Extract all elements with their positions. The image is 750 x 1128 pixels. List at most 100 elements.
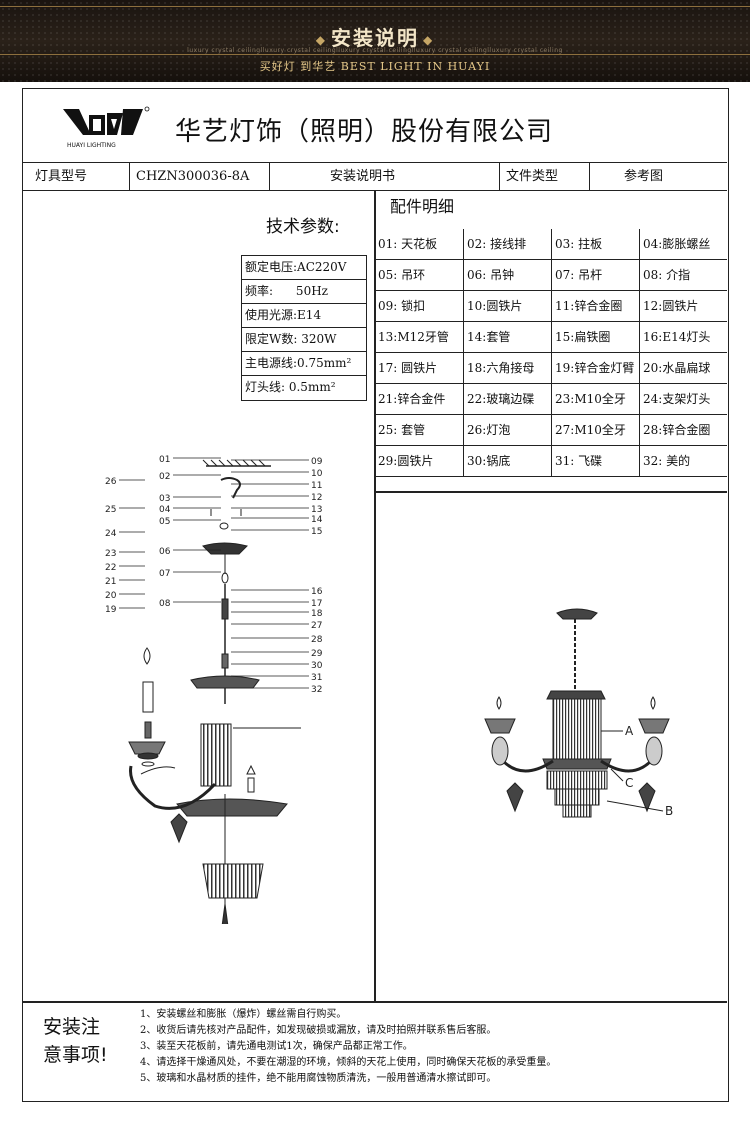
- banner-title: ◆ 安装说明 ◆: [0, 22, 750, 51]
- parts-cell: 12:圆铁片: [639, 291, 727, 322]
- diamond-right-icon: ◆: [423, 32, 435, 47]
- part-number-label: 23: [105, 549, 116, 559]
- parts-cell: 26:灯泡: [463, 415, 551, 446]
- parts-cell: 03: 拄板: [551, 229, 639, 260]
- parts-row-line: [375, 321, 727, 322]
- parts-cell: 32: 美的: [639, 446, 727, 477]
- parts-cell: 01: 天花板: [378, 237, 438, 251]
- parts-cell: 29:圆铁片: [378, 454, 434, 468]
- diamond-left-icon: ◆: [315, 32, 327, 47]
- parts-cell: 14:套管: [463, 322, 551, 353]
- parts-cell: 16:E14灯头: [639, 322, 727, 353]
- parts-cell: 18:六角接母: [463, 353, 551, 384]
- part-number-label: 19: [105, 605, 117, 615]
- parts-row-line: [375, 476, 727, 477]
- part-number-label: 18: [311, 609, 323, 619]
- preview-label-b: B: [665, 804, 673, 818]
- part-number-label: 27: [311, 621, 322, 631]
- parts-cell: 09: 锁扣: [378, 299, 426, 313]
- parts-cell: 24:支架灯头: [639, 384, 727, 415]
- part-number-label: 02: [159, 472, 170, 482]
- part-number-label: 31: [311, 673, 322, 683]
- parts-cell: 20:水晶扁球: [639, 353, 727, 384]
- part-number-label: 14: [311, 515, 323, 525]
- parts-cell: 27:M10全牙: [551, 415, 639, 446]
- parts-cell: 15:扁铁圈: [551, 322, 639, 353]
- parts-cell: 19:锌合金灯臂: [551, 353, 639, 384]
- banner-subtitle: luxury crystal ceilinglluxury crystal ce…: [187, 47, 563, 54]
- parts-cell: 06: 吊钟: [463, 260, 551, 291]
- note-item: 1、安装螺丝和膨胀（爆炸）螺丝需自行购买。: [140, 1009, 347, 1020]
- part-number-label: 20: [105, 591, 117, 601]
- parts-row-line: [375, 445, 727, 446]
- spec-row: 灯头线: 0.5mm²: [245, 380, 336, 394]
- part-number-label: 17: [311, 599, 322, 609]
- parts-cell: 08: 介指: [639, 260, 727, 291]
- part-number-label: 26: [105, 477, 117, 487]
- spec-row: 额定电压:AC220V: [242, 256, 366, 280]
- parts-divider: [374, 491, 727, 493]
- parts-cell: 30:锅底: [463, 446, 551, 477]
- banner-top-line: [0, 6, 750, 7]
- huayi-logo-icon: [63, 106, 150, 135]
- doc-type-label: 文件类型: [500, 163, 590, 190]
- parts-cell: 05: 吊环: [378, 268, 426, 282]
- parts-cell: 13:M12牙管: [378, 330, 449, 344]
- spec-row: 频率: 50Hz: [242, 280, 366, 304]
- info-row: 灯具型号 CHZN300036-8A 安装说明书 文件类型 参考图: [23, 163, 727, 191]
- part-number-label: 04: [159, 505, 171, 515]
- parts-row-line: [375, 259, 727, 260]
- part-number-label: 30: [311, 661, 323, 671]
- banner-mid-line: [0, 54, 750, 55]
- part-number-label: 09: [311, 457, 323, 467]
- model-label: 灯具型号: [23, 163, 130, 190]
- notes-top-line: [23, 1001, 727, 1003]
- spec-row: 限定W数: 320W: [242, 328, 366, 352]
- doc-type-value: 参考图: [624, 169, 664, 184]
- parts-row-line: [375, 414, 727, 415]
- parts-cell: 02: 接线排: [463, 229, 551, 260]
- model-value: CHZN300036-8A: [130, 163, 270, 190]
- company-name: 华艺灯饰（照明）股份有限公司: [175, 117, 554, 147]
- spec-table: 额定电压:AC220V 频率: 50Hz 使用光源:E14 限定W数: 320W…: [241, 255, 367, 401]
- notes-title: 安装注 意事项!: [43, 1013, 108, 1069]
- parts-cell: 25: 套管: [378, 423, 426, 437]
- part-number-label: 08: [159, 599, 171, 609]
- parts-row-line: [375, 352, 727, 353]
- parts-cell: 04:膨胀螺丝: [639, 229, 727, 260]
- part-number-label: 13: [311, 505, 322, 515]
- parts-cell: 22:玻璃边碟: [463, 384, 551, 415]
- spec-row: 主电源线:0.75mm²: [242, 352, 366, 376]
- notes-list: 1、安装螺丝和膨胀（爆炸）螺丝需自行购买。 2、收货后请先核对产品配件，如发现破…: [140, 1007, 720, 1087]
- note-item: 3、装至天花板前，请先通电测试1次，确保产品都正常工作。: [140, 1041, 413, 1052]
- part-number-label: 06: [159, 547, 171, 557]
- preview-label-c: C: [625, 776, 633, 790]
- part-number-label: 21: [105, 577, 116, 587]
- part-number-label: 15: [311, 527, 322, 537]
- part-number-label: 07: [159, 569, 170, 579]
- banner-title-text: 安装说明: [331, 26, 419, 50]
- parts-row-line: [375, 383, 727, 384]
- parts-cell: 23:M10全牙: [551, 384, 639, 415]
- part-number-label: 11: [311, 481, 322, 491]
- doc-name: 安装说明书: [270, 163, 500, 190]
- part-number-label: 03: [159, 494, 170, 504]
- exploded-diagram: 0102030405060708091011121314151617182728…: [105, 455, 323, 924]
- note-item: 2、收货后请先核对产品配件，如发现破损或漏放，请及时拍照并联系售后客服。: [140, 1025, 497, 1036]
- parts-cell: 11:锌合金圈: [551, 291, 639, 322]
- preview-drawing: A B C: [484, 608, 673, 818]
- note-item: 5、玻璃和水晶材质的挂件，绝不能用腐蚀物质清洗，一般用普通清水擦试即可。: [140, 1073, 497, 1084]
- logo-text: HUAYI LIGHTING: [67, 142, 116, 149]
- part-number-label: 28: [311, 635, 323, 645]
- company-header: HUAYI LIGHTING 华艺灯饰（照明）股份有限公司: [23, 89, 727, 163]
- notes-title-line: 意事项!: [43, 1044, 108, 1066]
- part-number-label: 25: [105, 505, 116, 515]
- part-number-label: 05: [159, 517, 170, 527]
- part-number-label: 01: [159, 455, 170, 465]
- parts-cell: 07: 吊杆: [551, 260, 639, 291]
